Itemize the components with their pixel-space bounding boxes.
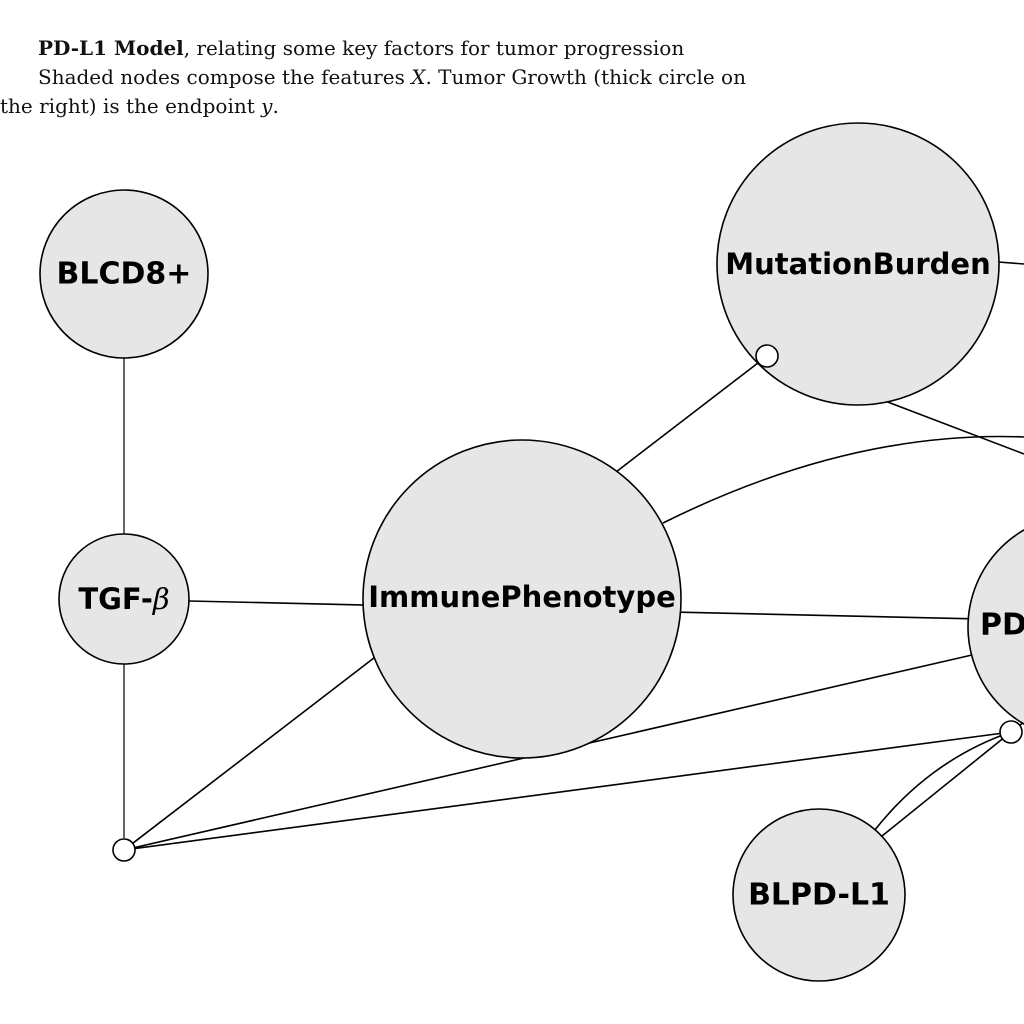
edge-blpdl1-junction-a — [873, 731, 1012, 832]
node-tgf-text: TGF- — [78, 582, 153, 616]
junction-mutation — [755, 344, 779, 368]
edge-blpdl1-junction-b — [881, 731, 1012, 837]
edge-junction-pdl1-lower — [123, 731, 1012, 851]
node-pdl1-label: PD — [980, 608, 1024, 643]
node-blcd8: BLCD8+ — [39, 189, 209, 359]
node-blcd8-label: BLCD8+ — [57, 257, 192, 292]
caption: PD-L1 Model, relating some key factors f… — [0, 34, 800, 121]
caption-math-y: y — [261, 94, 273, 118]
edges — [123, 261, 1024, 851]
junction-pdl1 — [999, 720, 1023, 744]
edge-mutation-right — [997, 261, 1024, 265]
caption-line-2b: . Tumor Growth (thick circle on — [425, 65, 746, 89]
caption-title-rest: , relating some key factors for tumor pr… — [183, 36, 685, 60]
junction-bottom-left — [112, 838, 136, 862]
caption-line-3a: the right) is the endpoint — [0, 94, 262, 118]
caption-line-3: the right) is the endpoint y. — [0, 92, 800, 121]
caption-line-3b: . — [272, 94, 279, 118]
node-mutation-label: MutationBurden — [725, 247, 990, 281]
caption-math-x: X — [411, 65, 426, 89]
node-blpdl1: BLPD-L1 — [732, 808, 906, 982]
caption-line-2a: Shaded nodes compose the features — [38, 65, 412, 89]
caption-line-1: PD-L1 Model, relating some key factors f… — [0, 34, 800, 63]
node-blpdl1-label: BLPD-L1 — [748, 878, 890, 913]
node-tgf-beta-symbol: β — [152, 582, 170, 616]
node-immune-phenotype: ImmunePhenotype — [362, 439, 682, 759]
node-pdl1: PD — [967, 529, 1024, 725]
caption-line-2: Shaded nodes compose the features X. Tum… — [0, 63, 800, 92]
node-immune-label: ImmunePhenotype — [368, 580, 676, 614]
edge-immune-tumor — [662, 435, 1024, 524]
node-tgf-beta: TGF-β — [58, 533, 190, 665]
node-mutation-burden: MutationBurden — [716, 122, 1000, 406]
node-tgf-label: TGF-β — [78, 582, 169, 616]
caption-title: PD-L1 Model — [38, 36, 184, 60]
